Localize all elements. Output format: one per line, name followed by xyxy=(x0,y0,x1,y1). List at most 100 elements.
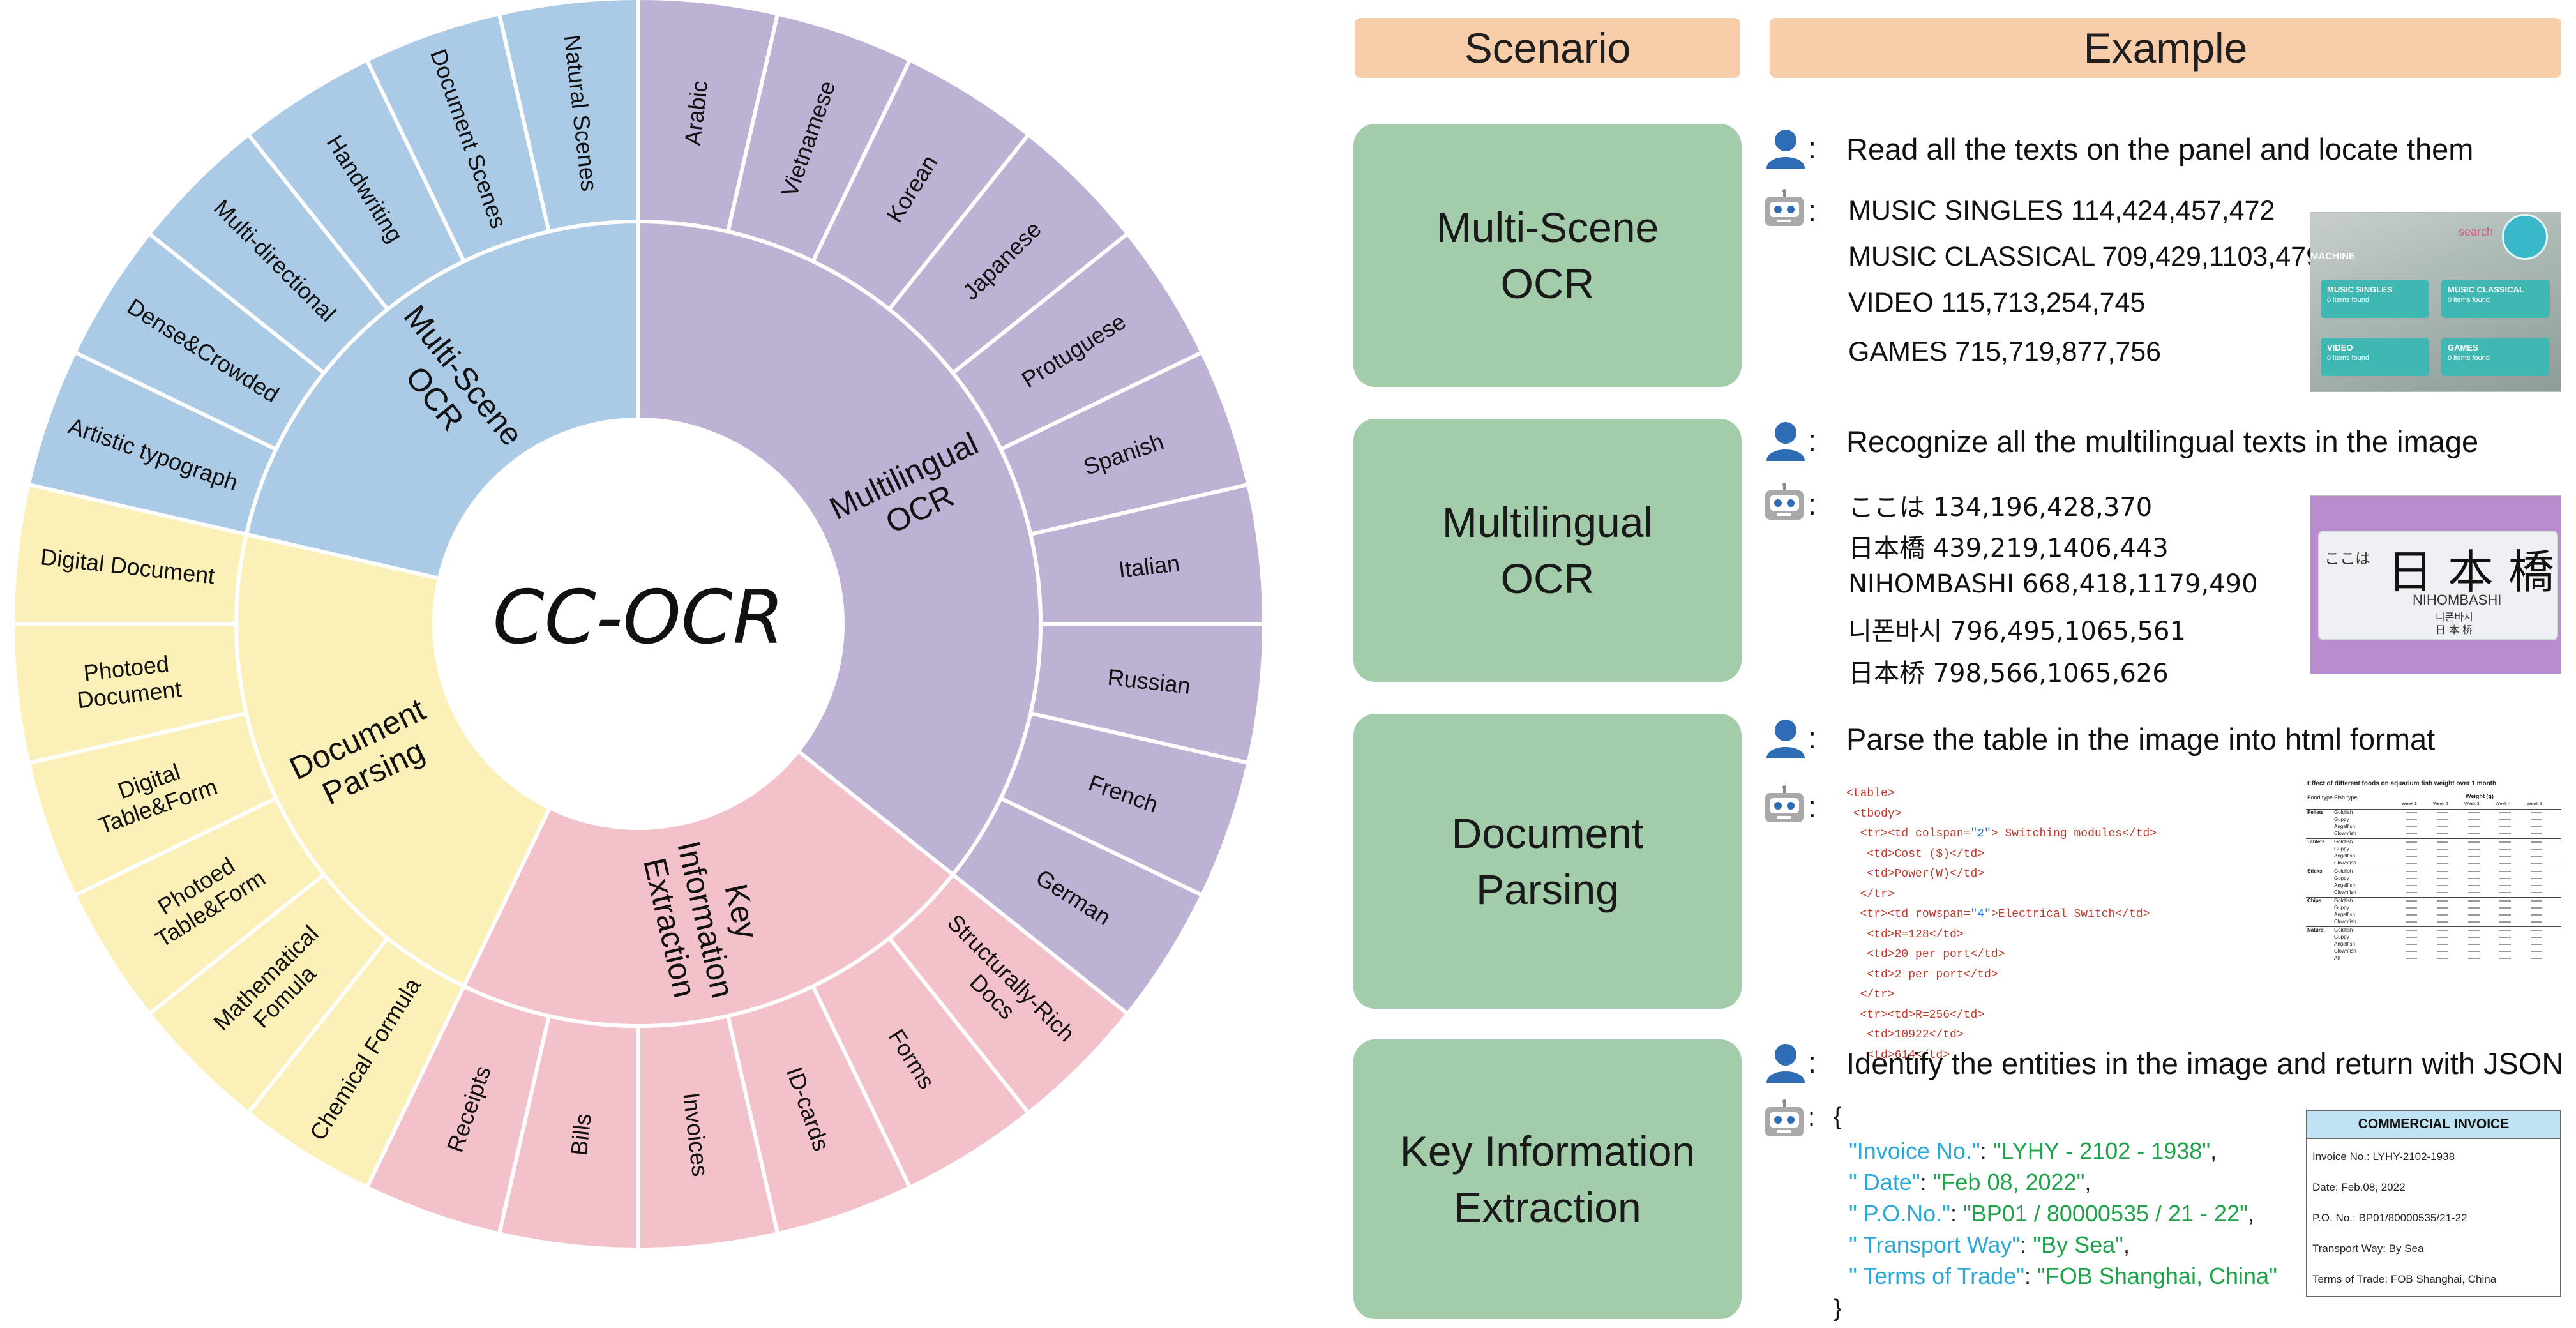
json-key: " P.O.No." xyxy=(1849,1200,1950,1226)
answer-line: VIDEO 115,713,254,745 xyxy=(1848,287,2146,318)
table-header: Week 2 xyxy=(2433,802,2448,806)
json-entry: " Terms of Trade": "FOB Shanghai, China" xyxy=(1849,1263,2277,1289)
table-value-mark xyxy=(2468,892,2480,893)
table-value-mark xyxy=(2531,930,2542,931)
table-value-mark xyxy=(2437,907,2448,909)
table-value-mark xyxy=(2437,892,2448,893)
table-value-mark xyxy=(2468,833,2480,834)
code-line: <td>R=128</td> xyxy=(1867,928,1964,941)
table-value-mark xyxy=(2499,892,2511,893)
table-cell: Clownfish xyxy=(2334,948,2356,954)
json-key: " Date" xyxy=(1849,1169,1920,1195)
table-value-mark xyxy=(2437,856,2448,857)
invoice-line: Terms of Trade: FOB Shanghai, China xyxy=(2312,1273,2497,1285)
table-value-mark xyxy=(2406,863,2417,864)
table-value-mark xyxy=(2499,885,2511,886)
button-sub: 0 items found xyxy=(2448,296,2490,304)
table-value-mark xyxy=(2437,914,2448,916)
table-value-mark xyxy=(2468,921,2480,923)
colon: : xyxy=(1808,423,1817,457)
scenario-line: Key Information xyxy=(1399,1128,1696,1175)
label-line: Bills xyxy=(566,1112,596,1157)
table-value-mark xyxy=(2406,871,2417,872)
button-label: MUSIC CLASSICAL xyxy=(2448,285,2524,294)
json-entry: " P.O.No.": "BP01 / 80000535 / 21 - 22", xyxy=(1849,1200,2254,1226)
table-cell: Guppy xyxy=(2334,905,2349,910)
table-value-mark xyxy=(2406,885,2417,886)
code-line: <tr><td colspan="2"> Switching modules</… xyxy=(1860,827,2157,840)
table-value-mark xyxy=(2406,944,2417,945)
sign-kanji: 日 本 橋 xyxy=(2387,545,2554,599)
table-cell: Clownfish xyxy=(2334,831,2356,836)
table-value-mark xyxy=(2406,930,2417,931)
colon: : xyxy=(1808,131,1817,165)
scenario-line: Multilingual xyxy=(1442,499,1653,546)
table-cell: Goldfish xyxy=(2334,810,2353,815)
inner-ring xyxy=(234,219,1043,1028)
button-sub: 0 items found xyxy=(2327,354,2370,362)
table-value-mark xyxy=(2406,833,2417,834)
table-value-mark xyxy=(2499,921,2511,923)
table-value-mark xyxy=(2437,937,2448,938)
table-value-mark xyxy=(2499,863,2511,864)
scenario-document-parsing: Document Parsing xyxy=(1353,714,1742,1009)
table-value-mark xyxy=(2499,930,2511,931)
table-value-mark xyxy=(2406,892,2417,893)
table-cell: Clownfish xyxy=(2334,889,2356,895)
table-cell: Angelfish xyxy=(2334,912,2355,917)
invoice-line: P.O. No.: BP01/80000535/21-22 xyxy=(2312,1212,2467,1224)
button-sub: 0 items found xyxy=(2448,354,2490,362)
scenario-line: Parsing xyxy=(1476,866,1619,913)
user-icon xyxy=(1766,720,1805,758)
scenario-key-information-extraction: Key Information Extraction xyxy=(1353,1039,1742,1319)
table-rule xyxy=(2306,926,2561,927)
table-value-mark xyxy=(2406,951,2417,952)
table-rule xyxy=(2306,897,2561,898)
table-value-mark xyxy=(2437,921,2448,923)
outer-ring xyxy=(10,0,1267,1252)
table-value-mark xyxy=(2531,951,2542,952)
table-value-mark xyxy=(2531,944,2542,945)
table-value-mark xyxy=(2499,944,2511,945)
table-value-mark xyxy=(2499,841,2511,843)
table-value-mark xyxy=(2531,856,2542,857)
table-cell: Goldfish xyxy=(2334,898,2353,903)
table-value-mark xyxy=(2499,878,2511,879)
table-header: Weight (g) xyxy=(2466,793,2494,799)
table-value-mark xyxy=(2468,914,2480,916)
table-header: Food type xyxy=(2307,794,2333,801)
table-cell: Guppy xyxy=(2334,817,2349,822)
table-value-mark xyxy=(2406,819,2417,820)
table-value-mark xyxy=(2406,921,2417,923)
scenario-line: Extraction xyxy=(1454,1184,1641,1231)
table-value-mark xyxy=(2437,885,2448,886)
invoice-line: Transport Way: By Sea xyxy=(2312,1242,2424,1255)
table-value-mark xyxy=(2437,871,2448,872)
table-value-mark xyxy=(2531,871,2542,872)
table-cell: Clownfish xyxy=(2334,860,2356,866)
invoice-line: Date: Feb.08, 2022 xyxy=(2312,1181,2406,1193)
sign-chinese: 日 本 桥 xyxy=(2436,624,2473,636)
table-value-mark xyxy=(2531,812,2542,813)
table-cell: Tablets xyxy=(2307,839,2325,845)
table-value-mark xyxy=(2531,958,2542,959)
json-key: " Transport Way" xyxy=(1849,1232,2021,1258)
table-value-mark xyxy=(2468,885,2480,886)
table-cell: Goldfish xyxy=(2334,839,2353,845)
table-value-mark xyxy=(2499,826,2511,827)
prompt-text: Read all the texts on the panel and loca… xyxy=(1846,132,2474,166)
table-value-mark xyxy=(2406,826,2417,827)
table-cell: All xyxy=(2334,955,2340,961)
prompt-text: Identify the entities in the image and r… xyxy=(1846,1046,2564,1080)
table-value-mark xyxy=(2437,878,2448,879)
code-line: <tr><td>R=256</td> xyxy=(1860,1008,1985,1022)
code-line: <tr><td rowspan="4">Electrical Switch</t… xyxy=(1860,908,2150,921)
table-value-mark xyxy=(2406,937,2417,938)
table-value-mark xyxy=(2499,819,2511,820)
table-value-mark xyxy=(2406,878,2417,879)
header-example: Example xyxy=(1770,18,2561,78)
table-header: Week 5 xyxy=(2527,802,2542,806)
